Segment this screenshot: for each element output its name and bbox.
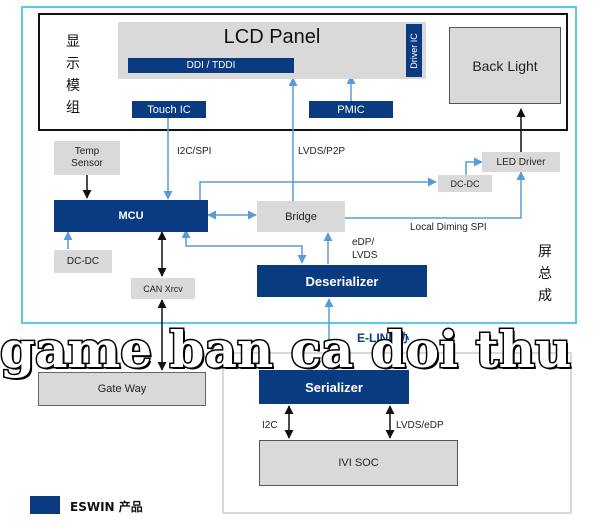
- display-module-label: 显 示 模 组: [66, 34, 80, 116]
- ddi-tddi-bar: DDI / TDDI: [128, 58, 294, 73]
- legend-swatch: [30, 496, 60, 514]
- ivi-soc-box: IVI SOC: [259, 440, 458, 486]
- touch-ic-box: Touch IC: [132, 101, 206, 118]
- mcu-box: MCU: [54, 200, 208, 232]
- lvds-p2p-label: LVDS/P2P: [298, 146, 346, 157]
- pmic-box: PMIC: [309, 101, 393, 118]
- deserializer-box: Deserializer: [257, 265, 427, 297]
- i2c-spi-label: I2C/SPI: [177, 146, 212, 157]
- ivi-frame: [222, 352, 572, 514]
- serializer-box: Serializer: [259, 370, 409, 404]
- driver-ic-bar: Driver IC: [406, 24, 422, 77]
- back-light-box: Back Light: [449, 27, 561, 104]
- screen-assembly-label: 屏 总 成: [538, 244, 552, 304]
- legend-label: ESWIN 产品: [70, 500, 143, 514]
- screen-assembly-frame: [21, 6, 577, 324]
- dc-dc-left-box: DC-DC: [54, 250, 112, 273]
- overlay-text: game ban ca doi thu: [0, 319, 573, 381]
- gateway-box: Gate Way: [38, 372, 206, 406]
- i2c-label: I2C: [262, 420, 278, 431]
- lcd-panel-title: LCD Panel: [223, 26, 321, 48]
- elink-label: E-LINK协: [357, 331, 409, 345]
- local-dimming-label: Local Diming SPI: [410, 222, 487, 233]
- bridge-box: Bridge: [257, 201, 345, 232]
- lvds-edp-label: LVDS/eDP: [396, 420, 444, 431]
- temp-sensor-box: Temp Sensor: [54, 141, 120, 175]
- can-xrcv-box: CAN Xrcv: [131, 278, 195, 299]
- led-driver-box: LED Driver: [482, 152, 560, 172]
- dc-dc-right-box: DC-DC: [438, 175, 492, 192]
- edp-lvds-label: eDP/ LVDS: [352, 237, 378, 261]
